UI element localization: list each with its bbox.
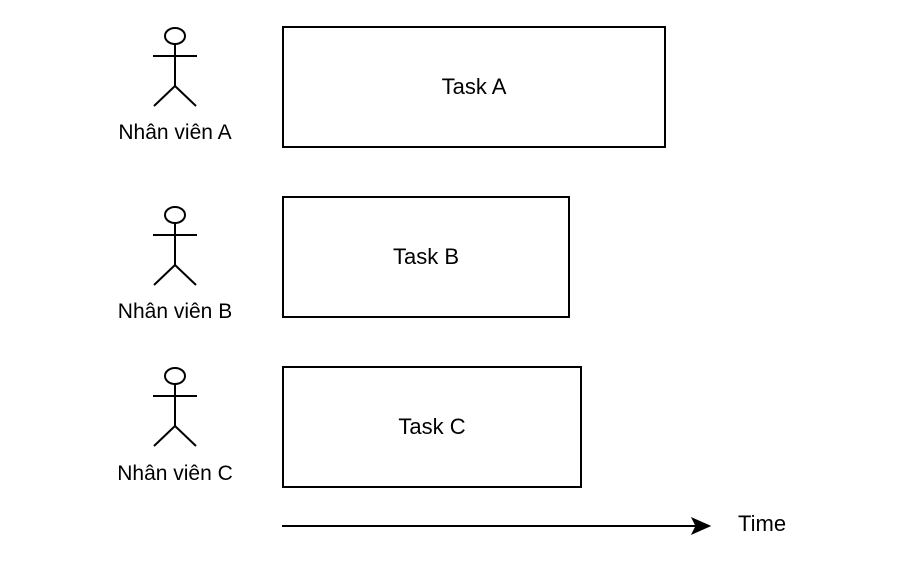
actor-c-label: Nhân viên C: [117, 462, 233, 485]
time-label: Time: [738, 511, 787, 536]
task-c-box: Task C: [282, 366, 582, 488]
task-b-label: Task B: [392, 244, 460, 269]
actor-c-icon: [153, 364, 197, 448]
task-a-box: Task A: [282, 26, 666, 148]
time-arrow: [282, 516, 714, 536]
actor-b-icon: [153, 203, 197, 287]
task-c-label: Task C: [398, 414, 466, 439]
actor-a-label: Nhân viên A: [118, 121, 232, 144]
task-a-label: Task A: [441, 74, 507, 99]
actor-a-icon: [153, 24, 197, 108]
task-b-box: Task B: [282, 196, 570, 318]
actor-b-label: Nhân viên B: [117, 300, 233, 323]
